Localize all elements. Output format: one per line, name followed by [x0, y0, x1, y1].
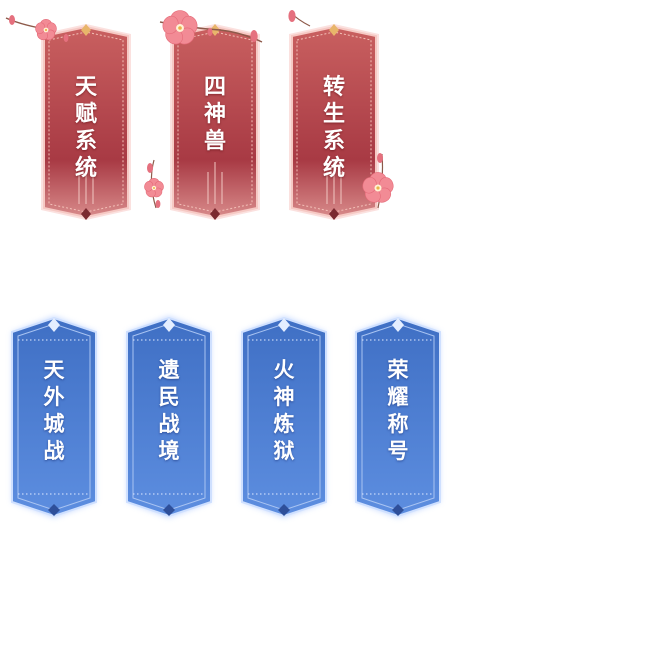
talent-system-banner[interactable]: 天 赋 系 统	[36, 22, 136, 222]
blue-banner-frame	[11, 316, 97, 518]
glory-title-banner[interactable]: 荣 耀 称 号	[350, 314, 446, 520]
red-banner-frame	[289, 24, 379, 220]
banner-label: 四 神 兽	[203, 74, 226, 154]
red-banner-frame	[41, 24, 131, 220]
outer-city-battle-banner[interactable]: 天 外 城 战	[6, 314, 102, 520]
blue-banner-frame	[126, 316, 212, 518]
remnant-battlefield-banner[interactable]: 遗 民 战 境	[121, 314, 217, 520]
blue-banner-frame	[355, 316, 441, 518]
rebirth-system-banner[interactable]: 转 生 系 统	[284, 22, 384, 222]
banner-label: 转 生 系 统	[322, 74, 345, 181]
red-banner-frame	[170, 24, 260, 220]
banner-label: 火 神 炼 狱	[273, 357, 295, 463]
banner-label: 荣 耀 称 号	[387, 357, 409, 463]
blue-banner-frame	[241, 316, 327, 518]
fire-god-purgatory-banner[interactable]: 火 神 炼 狱	[236, 314, 332, 520]
banner-label: 遗 民 战 境	[158, 357, 180, 463]
four-beasts-banner[interactable]: 四 神 兽	[165, 22, 265, 222]
banner-label: 天 赋 系 统	[74, 74, 97, 181]
banner-label: 天 外 城 战	[43, 357, 65, 463]
